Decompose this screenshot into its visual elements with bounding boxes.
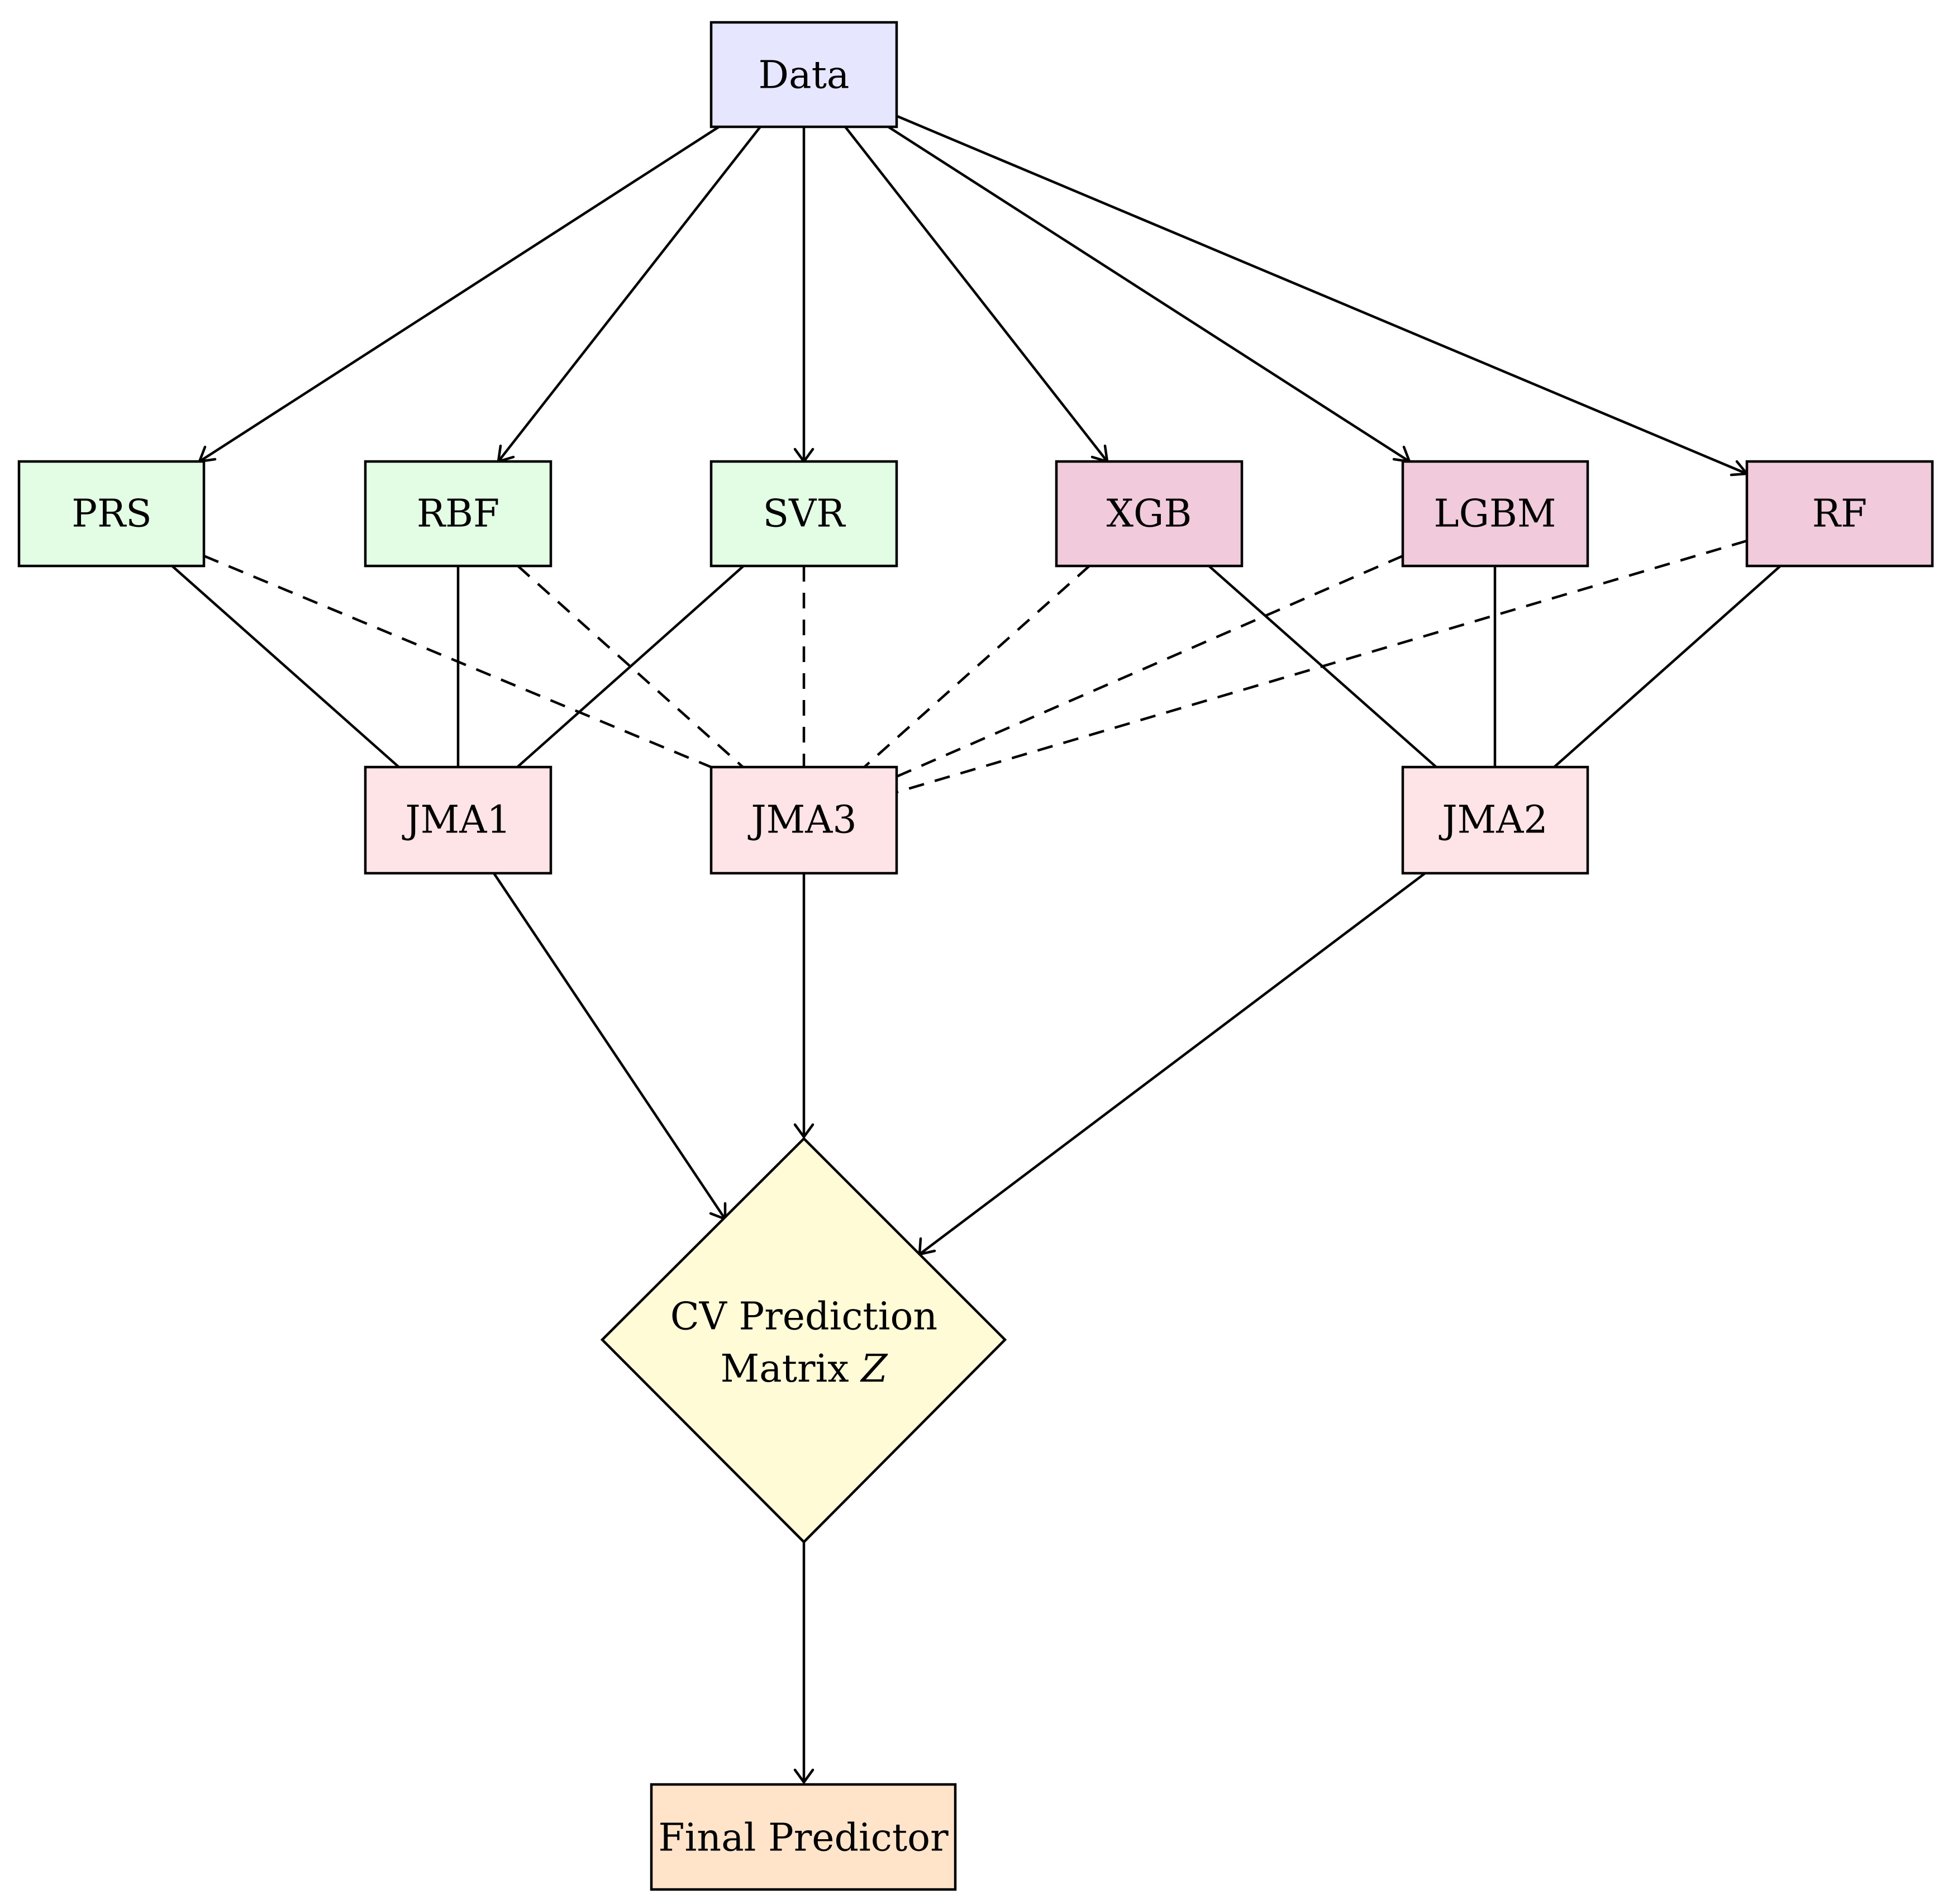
node-cv-matrix-label-line1: CV Prediction: [670, 1295, 937, 1339]
node-data-label: Data: [759, 54, 850, 98]
node-xgb-label: XGB: [1107, 492, 1192, 536]
edge-data-prs: [198, 126, 720, 463]
edge-data-rf: [897, 115, 1747, 475]
node-lgbm-label: LGBM: [1433, 492, 1556, 536]
edge-prs-jma3: [203, 554, 712, 769]
node-final-label: Final Predictor: [658, 1816, 949, 1860]
node-xgb-box: [1055, 460, 1244, 568]
node-data[interactable]: Data: [709, 21, 898, 128]
node-jma3[interactable]: JMA3: [709, 765, 898, 875]
arrowhead-final: [793, 1768, 815, 1784]
node-cv-matrix-label-word: Matrix: [721, 1347, 861, 1391]
node-jma2-label: JMA2: [1439, 798, 1547, 842]
node-final[interactable]: Final Predictor: [650, 1783, 957, 1891]
node-jma1-label: JMA1: [402, 798, 511, 842]
edge-jma1-cv: [493, 872, 726, 1220]
edge-rf-jma2: [1553, 565, 1782, 768]
node-data-box: [709, 21, 898, 128]
edge-rbf-jma3: [517, 565, 744, 768]
edge-lgbm-jma3: [896, 554, 1403, 778]
node-rf-box: [1745, 460, 1934, 568]
node-rbf-box: [364, 460, 553, 568]
node-lgbm[interactable]: LGBM: [1401, 460, 1589, 568]
node-svr-box: [709, 460, 898, 568]
node-cv-matrix-diamond: [600, 1136, 1007, 1544]
node-rf-label: RF: [1812, 492, 1867, 536]
node-jma2[interactable]: JMA2: [1401, 765, 1589, 875]
node-prs[interactable]: PRS: [17, 460, 206, 568]
node-jma3-box: [709, 765, 898, 875]
node-jma2-box: [1401, 765, 1589, 875]
node-rbf[interactable]: RBF: [364, 460, 553, 568]
edge-data-lgbm: [887, 126, 1411, 463]
node-svr-label: SVR: [763, 492, 846, 536]
edge-data-rbf: [497, 126, 761, 463]
edge-prs-jma1: [171, 565, 400, 768]
node-prs-label: PRS: [72, 492, 152, 536]
node-lgbm-box: [1401, 460, 1589, 568]
node-jma1-box: [364, 765, 553, 875]
node-final-box: [650, 1783, 957, 1891]
node-rbf-label: RBF: [417, 492, 499, 536]
edge-xgb-jma3: [863, 565, 1090, 768]
edge-svr-jma1: [516, 565, 745, 768]
node-prs-box: [17, 460, 206, 568]
nodes-layer: Data PRS RBF SVR XGB LGBM: [17, 21, 1934, 1891]
node-jma1[interactable]: JMA1: [364, 765, 553, 875]
node-xgb[interactable]: XGB: [1055, 460, 1244, 568]
node-cv-matrix-label-line2: Matrix Z: [721, 1347, 889, 1391]
edge-rf-jma3: [896, 539, 1747, 794]
node-jma3-label: JMA3: [747, 798, 856, 842]
edge-data-xgb: [844, 126, 1108, 463]
edge-jma2-cv: [918, 872, 1426, 1255]
node-svr[interactable]: SVR: [709, 460, 898, 568]
node-rf[interactable]: RF: [1745, 460, 1934, 568]
node-cv-matrix-label-symbol: Z: [860, 1347, 888, 1391]
edges-layer: [171, 115, 1782, 1784]
node-cv-matrix[interactable]: CV Prediction Matrix Z: [600, 1136, 1007, 1544]
